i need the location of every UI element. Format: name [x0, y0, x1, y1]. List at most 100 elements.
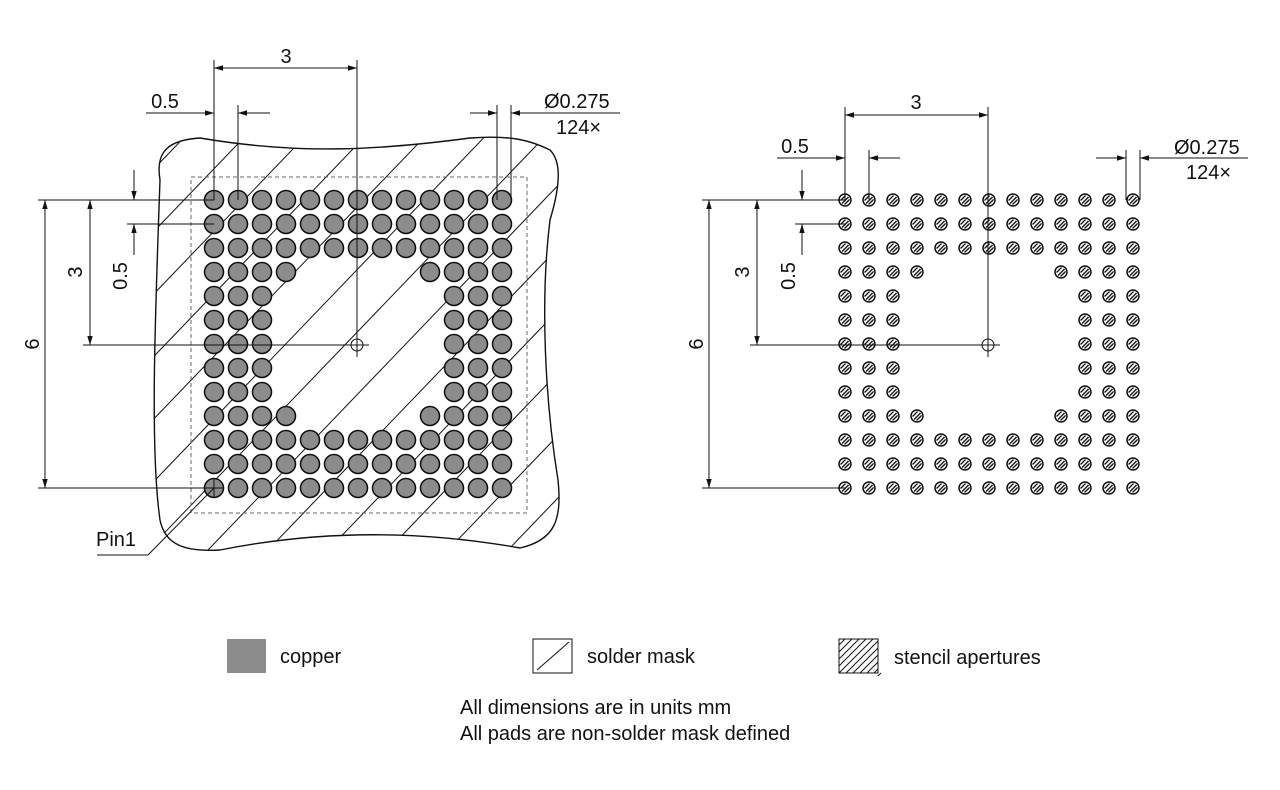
copper-pad — [419, 237, 441, 259]
stencil-aperture — [1078, 361, 1092, 375]
dim-pitch-x-label: 0.5 — [151, 91, 179, 113]
landing-pattern-view: 3 0.5 Ø0.275 124× 6 — [22, 46, 620, 556]
copper-pad — [419, 477, 441, 499]
dim-height-label: 6 — [686, 338, 708, 349]
stencil-aperture — [1054, 241, 1068, 255]
stencil-aperture — [886, 385, 900, 399]
copper-pad — [443, 333, 465, 355]
stencil-aperture — [1030, 433, 1044, 447]
stencil-aperture — [1102, 337, 1116, 351]
copper-pad — [251, 261, 273, 283]
copper-pad — [323, 453, 345, 475]
stencil-aperture — [982, 217, 996, 231]
copper-pad — [467, 261, 489, 283]
stencil-aperture — [958, 481, 972, 495]
copper-pad — [467, 381, 489, 403]
copper-pad — [203, 237, 225, 259]
stencil-aperture — [1054, 193, 1068, 207]
copper-pad — [395, 429, 417, 451]
copper-pad — [491, 213, 513, 235]
stencil-aperture — [1126, 265, 1140, 279]
stencil-aperture — [1078, 433, 1092, 447]
dim-center-label: 3 — [910, 92, 921, 114]
stencil-aperture — [886, 337, 900, 351]
stencil-aperture — [886, 361, 900, 375]
note-pads: All pads are non-solder mask defined — [460, 723, 791, 745]
stencil-aperture — [1006, 457, 1020, 471]
dimension-pitch-y — [127, 170, 214, 255]
copper-pad — [395, 453, 417, 475]
copper-pad — [467, 357, 489, 379]
copper-pad — [251, 213, 273, 235]
stencil-aperture — [1054, 433, 1068, 447]
stencil-aperture — [934, 193, 948, 207]
copper-pad — [491, 189, 513, 211]
stencil-aperture — [1006, 481, 1020, 495]
stencil-aperture — [1030, 193, 1044, 207]
legend-solder-mask-swatch — [532, 638, 573, 674]
stencil-aperture — [1006, 241, 1020, 255]
stencil-aperture — [1006, 433, 1020, 447]
stencil-aperture — [862, 289, 876, 303]
legend-copper-label: copper — [280, 646, 341, 668]
copper-pad — [491, 333, 513, 355]
copper-pad — [467, 477, 489, 499]
copper-pad — [371, 213, 393, 235]
stencil-aperture — [838, 337, 852, 351]
stencil-aperture — [982, 241, 996, 255]
copper-pad — [419, 261, 441, 283]
copper-pad — [227, 357, 249, 379]
stencil-aperture — [886, 313, 900, 327]
stencil-aperture — [910, 241, 924, 255]
dim-center-y-label: 3 — [65, 266, 87, 277]
stencil-aperture — [838, 385, 852, 399]
copper-pad — [275, 189, 297, 211]
stencil-aperture — [982, 193, 996, 207]
stencil-aperture — [838, 361, 852, 375]
copper-pad — [491, 453, 513, 475]
stencil-aperture — [886, 457, 900, 471]
copper-pad — [227, 477, 249, 499]
stencil-aperture — [910, 265, 924, 279]
dimension-center-x — [213, 60, 358, 345]
stencil-aperture — [862, 457, 876, 471]
copper-pad — [467, 213, 489, 235]
dimension-center-x — [844, 107, 989, 345]
stencil-aperture — [1126, 409, 1140, 423]
stencil-aperture — [982, 481, 996, 495]
stencil-aperture — [886, 481, 900, 495]
count-label: 124× — [556, 117, 601, 139]
copper-pad — [347, 189, 369, 211]
stencil-aperture — [862, 361, 876, 375]
copper-pad — [227, 285, 249, 307]
copper-pad — [443, 453, 465, 475]
stencil-aperture — [1126, 289, 1140, 303]
stencil-aperture — [1126, 337, 1140, 351]
stencil-aperture — [910, 217, 924, 231]
copper-pad — [371, 477, 393, 499]
stencil-aperture — [1078, 241, 1092, 255]
copper-pad — [275, 213, 297, 235]
copper-pad — [299, 213, 321, 235]
copper-pad — [275, 237, 297, 259]
copper-pad — [251, 237, 273, 259]
stencil-aperture — [1102, 433, 1116, 447]
stencil-aperture — [886, 433, 900, 447]
stencil-aperture — [1126, 385, 1140, 399]
copper-pad — [203, 261, 225, 283]
stencil-aperture — [1126, 457, 1140, 471]
copper-pad — [203, 309, 225, 331]
copper-pad — [467, 309, 489, 331]
copper-pad — [371, 237, 393, 259]
copper-pad — [443, 477, 465, 499]
dimension-height — [38, 199, 214, 489]
copper-pad — [491, 309, 513, 331]
stencil-aperture — [1054, 457, 1068, 471]
copper-pad — [251, 453, 273, 475]
copper-pad — [347, 477, 369, 499]
copper-pad — [227, 453, 249, 475]
copper-pad — [467, 333, 489, 355]
copper-pad — [227, 237, 249, 259]
copper-pad — [443, 429, 465, 451]
